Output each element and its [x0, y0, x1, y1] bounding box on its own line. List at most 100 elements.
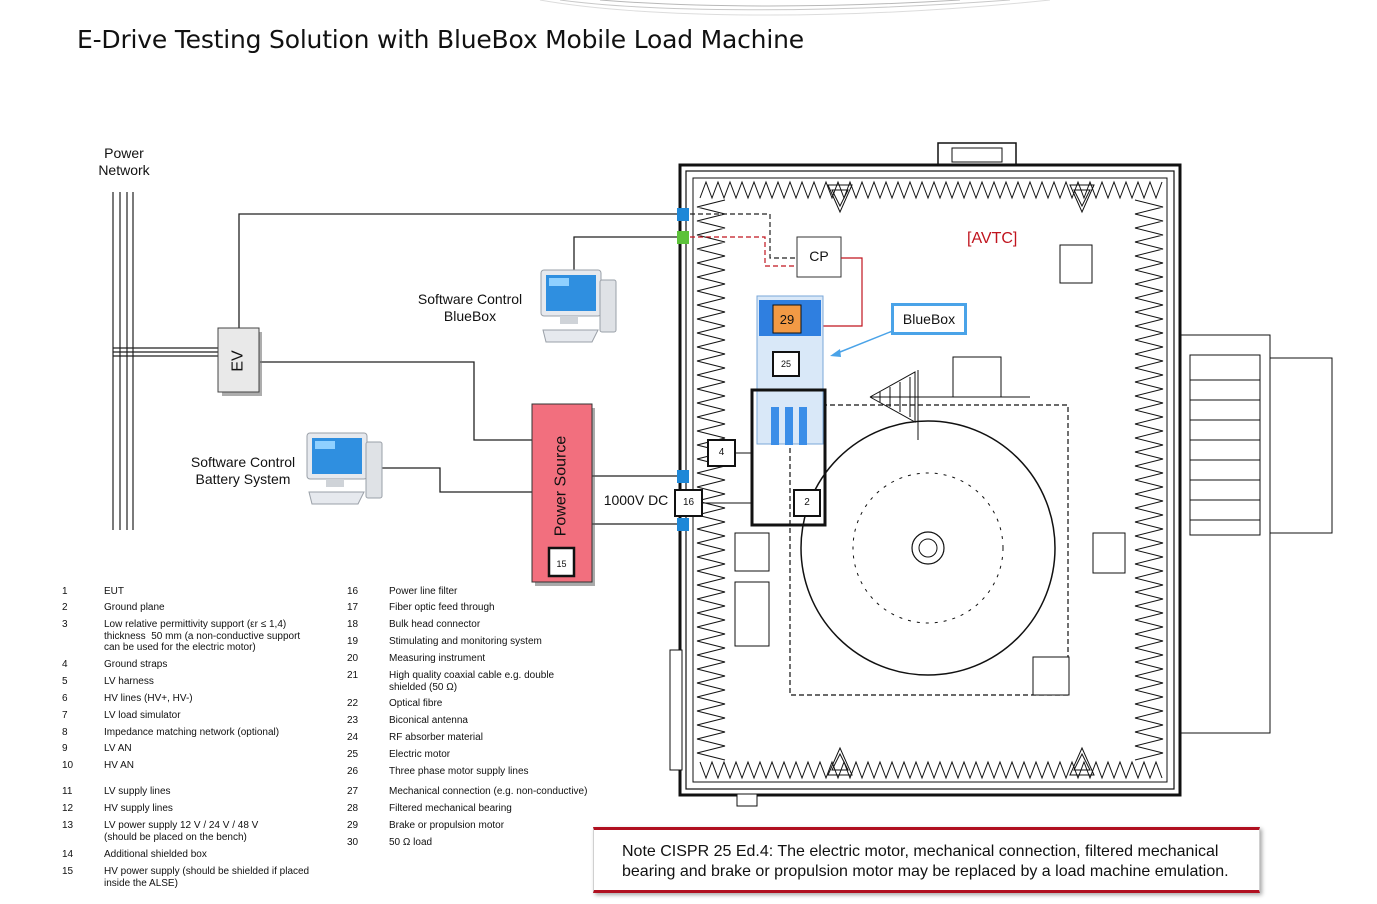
legend-number: 10 [62, 760, 74, 771]
legend-text: Ground straps [104, 659, 168, 670]
legend-text: Mechanical connection (e.g. non-conducti… [389, 786, 588, 797]
sw-bluebox-line2: BlueBox [443, 308, 497, 324]
bluebox-arrow [830, 329, 896, 357]
corner-absorbers [827, 184, 1095, 776]
bluebox-assembly [674, 295, 827, 527]
external-structure [1179, 334, 1333, 734]
biconical-antenna [869, 370, 1030, 440]
absorber-right [1134, 199, 1164, 761]
legend-text: HV AN [104, 760, 135, 771]
legend-left: 1 EUT 2 Ground plane 3 Low relative permittiv… [62, 586, 342, 896]
legend-number: 29 [347, 820, 359, 831]
power-source-label: Power Source [552, 435, 570, 537]
legend-number: 25 [347, 749, 359, 760]
legend-text: Brake or propulsion motor [389, 820, 505, 831]
legend-text: LV supply lines [104, 786, 171, 797]
power-network-label-line1: Power [104, 145, 144, 161]
cispr-note: Note CISPR 25 Ed.4: The electric motor, … [593, 827, 1260, 893]
legend-text: Power line filter [389, 586, 458, 597]
ground-plane [789, 404, 1069, 696]
label-2: 2 [804, 497, 810, 508]
absorber-left [696, 199, 726, 761]
legend-number: 26 [347, 766, 359, 777]
legend-number: 15 [62, 866, 74, 877]
legend-number: 6 [62, 693, 68, 704]
legend-text: HV supply lines [104, 803, 173, 814]
cp-box [796, 236, 842, 278]
label-29: 29 [779, 312, 795, 327]
legend-text: Bulk head connector [389, 619, 481, 630]
legend-text: Low relative permittivity support (εr ≤ … [104, 619, 301, 653]
legend-number: 8 [62, 727, 68, 738]
legend-text: Biconical antenna [389, 715, 468, 726]
legend-text: High quality coaxial cable e.g. double s… [389, 670, 555, 693]
legend-number: 27 [347, 786, 359, 797]
legend-text: Additional shielded box [104, 849, 207, 860]
chamber-equipment [734, 244, 1126, 696]
legend-number: 4 [62, 659, 68, 670]
label-15: 15 [556, 559, 567, 569]
legend-number: 11 [62, 786, 73, 797]
bluebox-callout: BlueBox [891, 303, 967, 335]
avtc-label: [AVTC] [967, 230, 1018, 247]
legend-text: HV power supply (should be shielded if p… [104, 866, 310, 889]
legend-number: 24 [347, 732, 359, 743]
legend-number: 18 [347, 619, 359, 630]
label-16: 16 [682, 497, 695, 508]
legend-number: 23 [347, 715, 359, 726]
legend-number: 12 [62, 803, 74, 814]
chamber [669, 142, 1182, 807]
legend-text: EUT [104, 586, 124, 597]
absorber-bottom [699, 760, 1163, 780]
legend-number: 30 [347, 837, 359, 848]
absorber-top [699, 180, 1163, 200]
cp-label: CP [809, 248, 829, 264]
top-swoosh [539, 0, 1051, 16]
cp-dashed-links [690, 213, 863, 327]
ports [677, 208, 689, 531]
legend-number: 21 [347, 670, 359, 681]
legend-text: LV harness [104, 676, 154, 687]
legend-number: 20 [347, 653, 359, 664]
legend-number: 7 [62, 710, 68, 721]
legend-number: 1 [62, 586, 68, 597]
ev-box [217, 327, 262, 396]
legend-number: 16 [347, 586, 359, 597]
cispr-note-text: Note CISPR 25 Ed.4: The electric motor, … [622, 843, 1229, 880]
software-control-bluebox-label: Software Control BlueBox [400, 291, 540, 325]
label-4: 4 [718, 447, 725, 458]
legend-text: Three phase motor supply lines [389, 766, 529, 777]
label-25: 25 [780, 359, 791, 369]
legend-number: 9 [62, 743, 68, 754]
power-network-label-line2: Network [98, 162, 150, 178]
legend-text: 50 Ω load [389, 837, 433, 848]
power-network-label: Power Network [84, 145, 164, 179]
computer-icon-battery [306, 432, 383, 505]
legend-number: 5 [62, 676, 68, 687]
legend-number: 17 [347, 602, 359, 613]
legend-number: 13 [62, 820, 74, 831]
legend-number: 14 [62, 849, 74, 860]
sw-battery-line2: Battery System [195, 471, 291, 487]
legend-number: 3 [62, 619, 68, 630]
legend-text: Impedance matching network (optional) [104, 727, 280, 738]
legend-text: Electric motor [389, 749, 451, 760]
power-source-box [531, 403, 595, 586]
power-network-lines [112, 192, 218, 530]
legend-text: Ground plane [104, 602, 165, 613]
legend-number: 28 [347, 803, 359, 814]
legend-text: LV power supply 12 V / 24 V / 48 V (shou… [104, 820, 259, 843]
legend-number: 2 [62, 602, 68, 613]
legend-text: Optical fibre [389, 698, 443, 709]
sw-battery-line1: Software Control [190, 454, 296, 470]
legend-number: 22 [347, 698, 359, 709]
legend-text: Fiber optic feed through [389, 602, 495, 613]
legend-number: 19 [347, 636, 359, 647]
page-title: E-Drive Testing Solution with BlueBox Mo… [77, 25, 804, 54]
legend-text: Measuring instrument [389, 653, 486, 664]
legend-text: RF absorber material [389, 732, 483, 743]
legend-right: 16 Power line filter 17 Fiber optic feed th… [347, 586, 607, 856]
legend-text: LV load simulator [104, 710, 181, 721]
ev-label: EV [229, 350, 247, 372]
